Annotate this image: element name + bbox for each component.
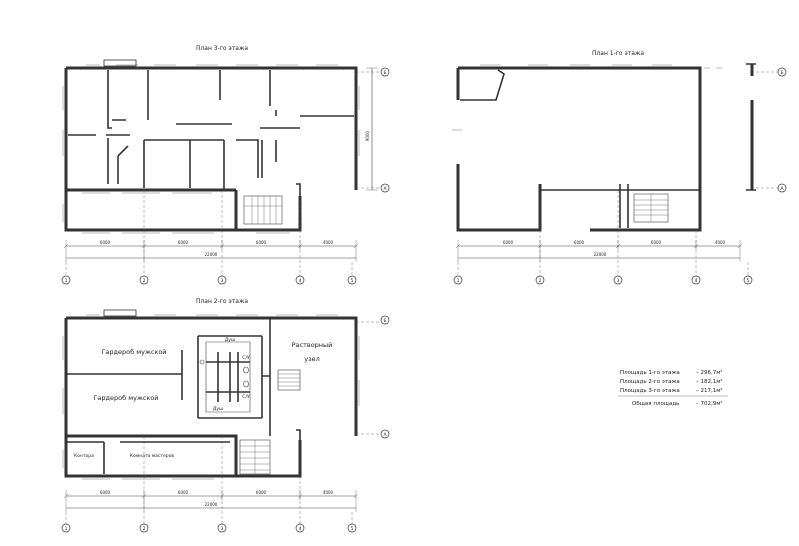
- plan-1-span-1: 6000: [503, 240, 514, 245]
- plan-3-axis-1: 1: [65, 278, 68, 284]
- plan-1-walls: [452, 63, 756, 232]
- area-floor-3-label: Площадь 3-го этажа: [620, 388, 680, 394]
- plan-2-axis-3: 3: [221, 526, 224, 532]
- plan-3-title: План 3-го этажа: [196, 45, 248, 52]
- plan-2-axis-b: Б: [383, 318, 386, 324]
- plan-1-axis-2: 2: [539, 278, 542, 284]
- room-mortar-line-2: узел: [304, 355, 319, 363]
- plan-2-span-3: 6000: [256, 490, 267, 495]
- room-wc-top: С/У: [242, 355, 250, 361]
- room-office: Контора: [74, 453, 94, 459]
- plan-2-total: 22000: [205, 502, 218, 507]
- plan-3-axis-a: А: [383, 186, 387, 192]
- plan-1-axis-3: 3: [617, 278, 620, 284]
- room-wardrobe-top: Гардероб мужской: [101, 348, 166, 356]
- plan-2-walls: [62, 309, 360, 480]
- plan-1-axis-4: 4: [695, 278, 698, 284]
- plan-3-span-3: 6000: [256, 240, 267, 245]
- room-shower-top: Душ: [225, 337, 235, 343]
- plan-1-axis-1: 1: [457, 278, 460, 284]
- plan-2-axis-1: 1: [65, 526, 68, 532]
- plan-3-axis-3: 3: [221, 278, 224, 284]
- plan-3-depth: 9000: [365, 130, 370, 141]
- plan-1-axis-a: А: [780, 186, 784, 192]
- plan-3-axis-b: Б: [383, 70, 386, 76]
- plan-3-dimensions: 6000 6000 6000 4000 22000 9000: [63, 67, 378, 262]
- plan-1-total: 22000: [594, 252, 607, 257]
- room-shower-bottom: Душ: [213, 406, 223, 412]
- plan-2-dimensions: 6000 6000 6000 4000 22000: [63, 490, 359, 512]
- area-floor-1-value: – 296,7м²: [696, 369, 723, 376]
- area-total-value: – 702,9м²: [696, 400, 723, 407]
- plan-1-span-4: 4000: [715, 240, 726, 245]
- area-total-label: Общая площадь: [632, 401, 679, 407]
- plan-2-room-labels: Гардероб мужской Гардероб мужской Раство…: [74, 337, 332, 459]
- plan-2-axis-a: А: [383, 432, 387, 438]
- plan-floor-1: План 1-го этажа 6000 6000: [452, 50, 787, 285]
- area-floor-2-label: Площадь 2-го этажа: [620, 379, 680, 385]
- plan-3-span-1: 6000: [100, 240, 111, 245]
- plan-2-span-4: 4000: [323, 490, 334, 495]
- plan-3-axis-5: 5: [351, 278, 354, 284]
- plan-1-span-2: 6000: [574, 240, 585, 245]
- area-summary-table: Площадь 1-го этажа – 296,7м² Площадь 2-г…: [618, 369, 728, 407]
- area-floor-3-value: – 217,1м²: [696, 387, 723, 394]
- plan-2-axes: 1 2 3 4 5 Б А: [61, 315, 390, 533]
- plan-3-axis-4: 4: [299, 278, 302, 284]
- plan-3-walls: [62, 59, 360, 234]
- area-floor-2-value: – 182,1м²: [696, 378, 723, 385]
- plan-2-axis-4: 4: [299, 526, 302, 532]
- plan-floor-3: План 3-го этажа: [61, 45, 390, 285]
- plan-3-span-2: 6000: [178, 240, 189, 245]
- plan-3-span-4: 4000: [323, 240, 334, 245]
- room-masters: Комната мастеров: [130, 453, 174, 459]
- plan-2-axis-2: 2: [143, 526, 146, 532]
- plan-2-span-1: 6000: [100, 490, 111, 495]
- plan-2-title: План 2-го этажа: [196, 298, 248, 305]
- plan-1-axis-5: 5: [747, 278, 750, 284]
- plan-2-axis-5: 5: [351, 526, 354, 532]
- plan-floor-2: План 2-го этажа: [61, 298, 390, 533]
- plan-1-span-3: 6000: [651, 240, 662, 245]
- room-wardrobe-bottom: Гардероб мужской: [93, 394, 158, 402]
- plan-3-axes: 1 2 3 4 5 Б А: [61, 67, 390, 285]
- plan-2-span-2: 6000: [178, 490, 189, 495]
- plan-1-axes: 1 2 3 4 5 Б А: [453, 67, 787, 285]
- plan-3-axis-2: 2: [143, 278, 146, 284]
- area-floor-1-label: Площадь 1-го этажа: [620, 370, 680, 376]
- plan-1-title: План 1-го этажа: [592, 50, 644, 57]
- plan-1-dimensions: 6000 6000 6000 4000 22000: [455, 240, 743, 262]
- plan-1-axis-b: Б: [780, 70, 783, 76]
- room-mortar-line-1: Растворный: [292, 341, 333, 349]
- plan-3-total: 22000: [205, 252, 218, 257]
- room-wc-bottom: С/У: [242, 394, 250, 400]
